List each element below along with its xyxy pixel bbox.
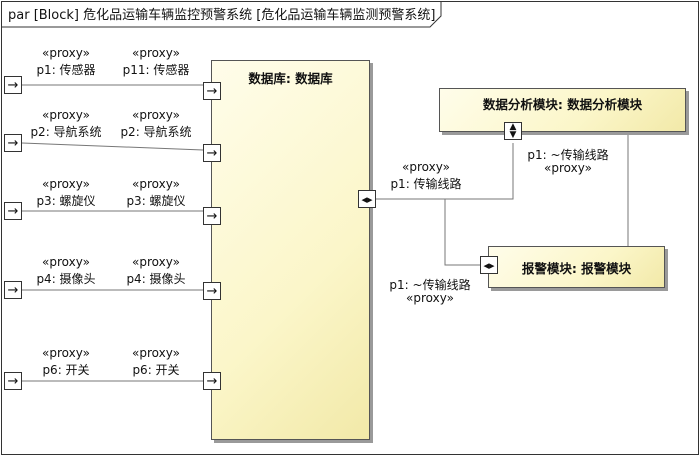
port-label: p1: 传感器: [36, 63, 96, 77]
analysis-block-title: 数据分析模块: 数据分析模块: [482, 97, 643, 112]
arrow-right-icon: →: [203, 207, 221, 225]
alarm-block: 报警模块: 报警模块: [488, 246, 665, 288]
port-label: p1: ~传输线路: [527, 148, 609, 162]
analysis-block: 数据分析模块: 数据分析模块: [439, 88, 686, 132]
vertical-bidirectional-arrow-icon: ▲▼: [504, 122, 522, 140]
port-label: p6: 开关: [42, 363, 90, 377]
port-label: p4: 摄像头: [126, 272, 186, 286]
arrow-right-icon: →: [203, 82, 221, 100]
port-label: p6: 开关: [132, 363, 180, 377]
port-stereotype: «proxy»: [42, 255, 90, 269]
frame-title: par [Block] 危化品运输车辆监控预警系统 [危化品运输车辆监测预警系统…: [8, 8, 436, 23]
port-stereotype: «proxy»: [132, 346, 180, 360]
database-block: 数据库: 数据库: [211, 60, 370, 440]
arrow-right-icon: →: [203, 282, 221, 300]
port-label: p3: 螺旋仪: [36, 194, 96, 208]
port-stereotype: «proxy»: [42, 177, 90, 191]
arrow-right-icon: →: [4, 281, 22, 299]
port-label: p3: 螺旋仪: [126, 194, 186, 208]
port-label: p2: 导航系统: [30, 125, 102, 139]
port-label: p1: ~传输线路: [389, 278, 471, 292]
port-label: p1: 传输线路: [390, 177, 462, 191]
port-stereotype: «proxy»: [42, 346, 90, 360]
arrow-right-icon: →: [203, 372, 221, 390]
arrow-right-icon: →: [4, 202, 22, 220]
port-label: p4: 摄像头: [36, 272, 96, 286]
port-stereotype: «proxy»: [42, 46, 90, 60]
bidirectional-arrow-icon: ◂▸: [358, 190, 376, 208]
port-stereotype: «proxy»: [402, 160, 450, 174]
arrow-right-icon: →: [4, 76, 22, 94]
database-block-title: 数据库: 数据库: [248, 71, 333, 86]
port-stereotype: «proxy»: [132, 108, 180, 122]
port-stereotype: «proxy»: [132, 177, 180, 191]
port-label: p2: 导航系统: [120, 125, 192, 139]
port-stereotype: «proxy»: [406, 291, 454, 305]
arrow-right-icon: →: [4, 134, 22, 152]
port-stereotype: «proxy»: [132, 46, 180, 60]
bidirectional-arrow-icon: ◂▸: [480, 256, 498, 274]
alarm-block-title: 报警模块: 报警模块: [521, 261, 632, 276]
port-stereotype: «proxy»: [42, 108, 90, 122]
port-label: p11: 传感器: [122, 63, 190, 77]
arrow-right-icon: →: [4, 372, 22, 390]
port-stereotype: «proxy»: [132, 255, 180, 269]
arrow-right-icon: →: [203, 144, 221, 162]
port-stereotype: «proxy»: [544, 161, 592, 175]
